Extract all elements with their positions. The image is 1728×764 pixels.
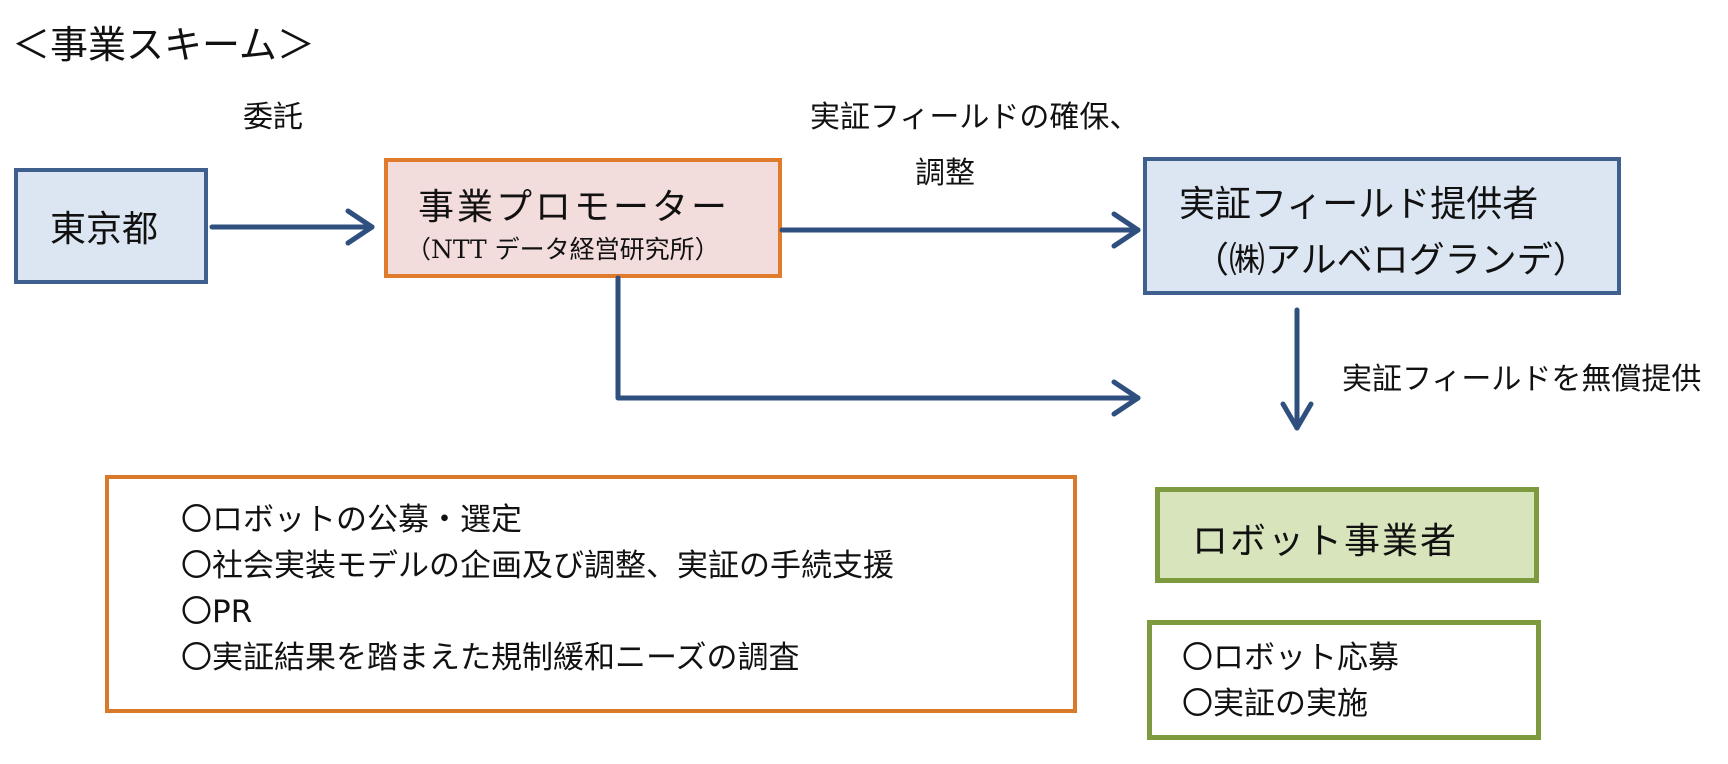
promoter-task-item: 〇ロボットの公募・選定 (181, 502, 522, 538)
field-secure-label-line1: 実証フィールドの確保、 (810, 100, 1140, 135)
field-provider-title: 実証フィールド提供者 (1179, 184, 1539, 225)
field-free-label: 実証フィールドを無償提供 (1342, 362, 1702, 397)
field-provider-box: 実証フィールド提供者 （㈱アルベログランデ） (1143, 157, 1621, 295)
promoter-task-item: 〇社会実装モデルの企画及び調整、実証の手続支援 (181, 548, 894, 584)
promoter-tasks-list: 〇ロボットの公募・選定 〇社会実装モデルの企画及び調整、実証の手続支援 〇PR … (181, 497, 894, 681)
arrow-promoter-to-robot-business (615, 275, 1141, 401)
robot-business-label: ロボット事業者 (1192, 521, 1459, 562)
robot-tasks-box: 〇ロボット応募 〇実証の実施 (1147, 620, 1541, 740)
promoter-task-item: 〇PR (181, 594, 253, 630)
robot-tasks-list: 〇ロボット応募 〇実証の実施 (1182, 635, 1399, 727)
field-provider-subtitle: （㈱アルベログランデ） (1193, 240, 1589, 281)
page-title: ＜事業スキーム＞ (12, 23, 315, 67)
arrowhead (1111, 211, 1141, 249)
arrowhead (345, 208, 375, 246)
promoter-task-item: 〇実証結果を踏まえた規制緩和ニーズの調査 (181, 640, 800, 676)
promoter-title: 事業プロモーター (418, 187, 731, 228)
itaku-label: 委託 (243, 100, 303, 135)
arrowhead (1111, 379, 1141, 417)
tokyo-box: 東京都 (14, 168, 208, 284)
promoter-subtitle: （NTT データ経営研究所） (406, 235, 720, 264)
robot-task-item: 〇ロボット応募 (1182, 640, 1399, 676)
tokyo-label: 東京都 (50, 209, 159, 250)
robot-task-item: 〇実証の実施 (1182, 686, 1368, 722)
arrowhead (1280, 401, 1314, 431)
promoter-box: 事業プロモーター （NTT データ経営研究所） (384, 158, 782, 278)
robot-business-box: ロボット事業者 (1155, 487, 1539, 583)
promoter-tasks-box: 〇ロボットの公募・選定 〇社会実装モデルの企画及び調整、実証の手続支援 〇PR … (105, 475, 1077, 713)
field-secure-label-line2: 調整 (915, 156, 975, 191)
